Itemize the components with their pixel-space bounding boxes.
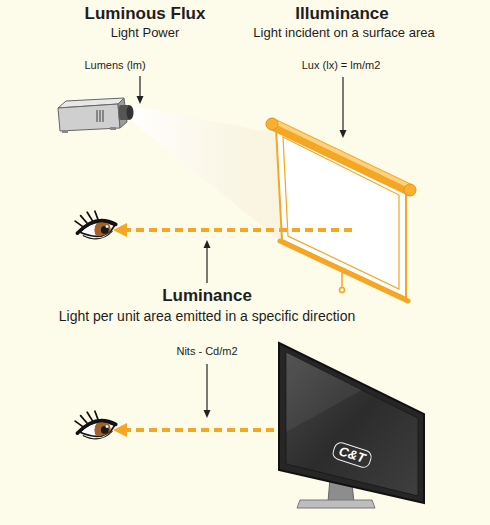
heading: Luminance (162, 286, 252, 306)
eye-icon (75, 411, 116, 439)
light-beam (132, 106, 284, 244)
eye-icon (75, 211, 116, 239)
subheading: Light Power (111, 25, 180, 41)
heading: Illuminance (295, 4, 389, 24)
monitor-base (297, 500, 375, 508)
unit-label: Nits - Cd/m2 (176, 345, 237, 358)
monitor-screen (286, 352, 418, 496)
projector (58, 98, 134, 133)
subheading: Light per unit area emitted in a specifi… (59, 308, 356, 325)
monitor-display: C&T (274, 340, 428, 510)
screen-gloss (286, 352, 362, 432)
subheading: Light incident on a surface area (253, 25, 434, 41)
monitor-display-outline (274, 340, 428, 510)
heading: Luminous Flux (85, 4, 206, 24)
projection-screen (266, 118, 416, 301)
monitor-bezel (279, 343, 424, 503)
unit-label: Lumens (lm) (84, 59, 145, 72)
unit-label: Lux (lx) = lm/m2 (302, 59, 381, 72)
